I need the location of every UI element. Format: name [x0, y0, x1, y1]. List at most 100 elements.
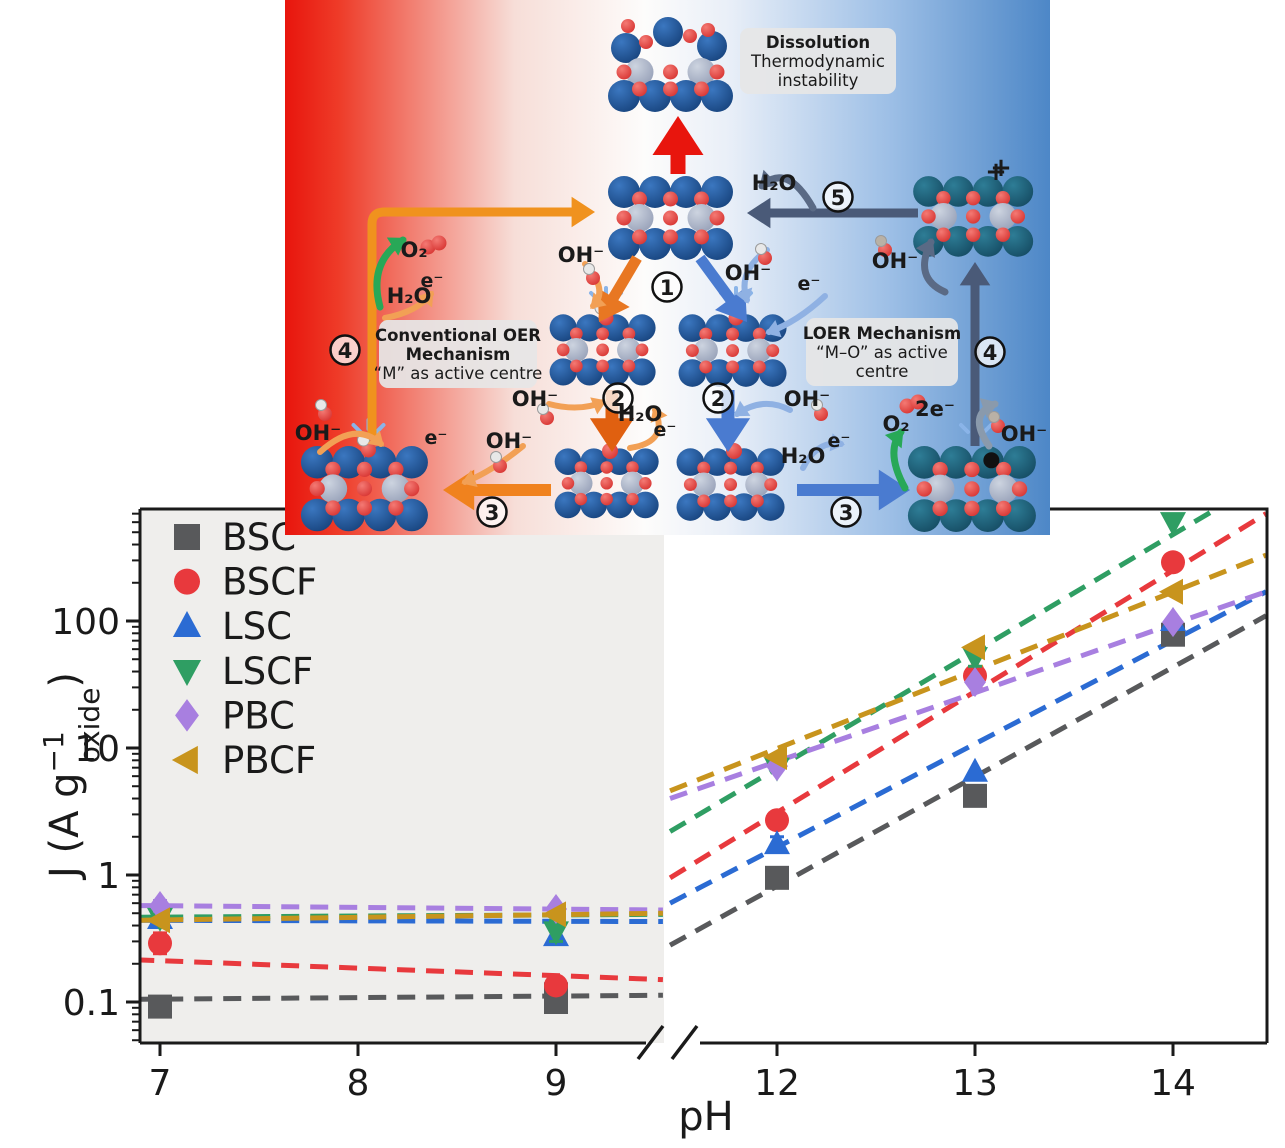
y-tick-label: 10 [74, 729, 120, 770]
chem-label: OH⁻ [1001, 422, 1048, 446]
spark-icon [982, 423, 993, 434]
o2-molecule [910, 394, 926, 410]
chem-label: H₂O [618, 402, 663, 426]
legend-item-PBC: PBC [175, 694, 295, 737]
oh-molecule-h [490, 451, 502, 463]
loer-box-line: centre [856, 362, 909, 381]
x-axis-label: pH [678, 1094, 733, 1140]
axis-break-icon [636, 1024, 699, 1061]
oh-molecule-h [811, 399, 823, 411]
step-number-1: 1 [651, 271, 683, 303]
chem-label: H₂O [781, 444, 826, 468]
data-point-BSC [765, 865, 789, 890]
trend-line-BSC [141, 992, 663, 1002]
h2o-release-arrow [758, 169, 817, 212]
legend-marker-PBC [175, 699, 199, 732]
crystal-loer-intermediate [678, 286, 787, 387]
step-number-4: 4 [329, 334, 361, 366]
step-number-4: 4 [974, 336, 1006, 368]
legend-item-LSC: LSC [172, 605, 292, 648]
step-number-text: 2 [611, 387, 626, 411]
chem-label: OH⁻ [486, 429, 533, 453]
molecule-sprites [315, 235, 1005, 473]
x-tick-label: 12 [754, 1063, 800, 1104]
oxygen-vacancy [983, 452, 1000, 469]
chem-label: e⁻ [798, 273, 821, 295]
crystal-center [608, 176, 733, 260]
crystal-loer-vacancy [907, 418, 1036, 532]
data-point-LSCF [1160, 512, 1186, 537]
crystal-oer-intermediate [549, 286, 656, 386]
chem-label: O₂ [882, 412, 909, 436]
oh-molecule-h [315, 399, 327, 411]
crystal-loer-oxo [676, 443, 785, 521]
chem-label: + [985, 157, 1007, 187]
chem-label: O₂ [400, 238, 427, 262]
dissolution-box-line: instability [778, 71, 859, 90]
legend-label: LSCF [222, 650, 313, 693]
left-panel [140, 509, 664, 1043]
data-point-BSC [963, 783, 987, 808]
step-number-3: 3 [476, 496, 508, 528]
oer-box-line: “M” as active centre [374, 364, 543, 383]
step-number-5: 5 [822, 181, 854, 213]
loer-box-line: LOER Mechanism [803, 324, 961, 343]
step-number-text: 4 [983, 341, 998, 365]
oer-box-line: Conventional OER [375, 326, 541, 345]
loer-box-line: “M–O” as active [816, 343, 948, 362]
x-tick-label: 9 [545, 1063, 568, 1104]
step-number-text: 5 [831, 186, 846, 210]
legend-label: BSCF [222, 561, 317, 604]
series-PBCF [146, 578, 1183, 934]
o2-release-arrow [373, 236, 407, 311]
crystal-charged: + [913, 153, 1034, 257]
h2o-electron-arrow [627, 406, 668, 451]
data-point-LSC [962, 757, 988, 782]
positive-charge: + [990, 153, 1012, 183]
data-point-PBCF [763, 743, 787, 770]
legend-marker-BSC [174, 524, 200, 550]
chem-label: OH⁻ [872, 249, 919, 273]
trend-line-BSCF [141, 957, 664, 983]
oh-molecule-h [755, 243, 767, 255]
step3-loer-arrow [797, 469, 910, 511]
data-point-BSCF [1161, 550, 1185, 575]
trend-line-BSC [668, 613, 1266, 948]
x-tick-label: 14 [1150, 1063, 1196, 1104]
legend-item-LSCF: LSCF [172, 650, 313, 693]
chem-label: H₂O [752, 171, 797, 195]
dissolution-box-line: Thermodynamic [750, 52, 885, 71]
data-point-LSC [764, 830, 790, 855]
o2-molecule [431, 235, 447, 251]
legend-label: BSC [222, 516, 296, 559]
step-number-text: 1 [660, 276, 675, 300]
chem-label: OH⁻ [512, 387, 559, 411]
data-point-LSCF [543, 921, 569, 946]
crystal-oer-ooh [300, 418, 428, 532]
chem-label: e⁻ [425, 427, 448, 449]
chem-label: e⁻ [828, 430, 851, 452]
y-tick-label: 100 [51, 602, 120, 643]
step1-oer-arrow [597, 255, 642, 322]
chem-label: OH⁻ [295, 421, 342, 445]
oh-arrow [317, 430, 384, 455]
oer-box-line: Mechanism [406, 345, 511, 364]
electron-arrow [765, 293, 828, 338]
oh-refill-arrow [976, 398, 999, 450]
x-tick-label: 13 [952, 1063, 998, 1104]
legend-marker-LSC [172, 611, 202, 638]
chem-label: e⁻ [654, 419, 677, 441]
data-point-BSCF [765, 808, 789, 833]
oh-arrow [546, 397, 607, 415]
oh-molecule-h [537, 403, 549, 415]
h2o-electron-arrow [800, 433, 845, 471]
step-number-text: 3 [485, 501, 500, 525]
oh-attack-arrow [915, 238, 949, 296]
